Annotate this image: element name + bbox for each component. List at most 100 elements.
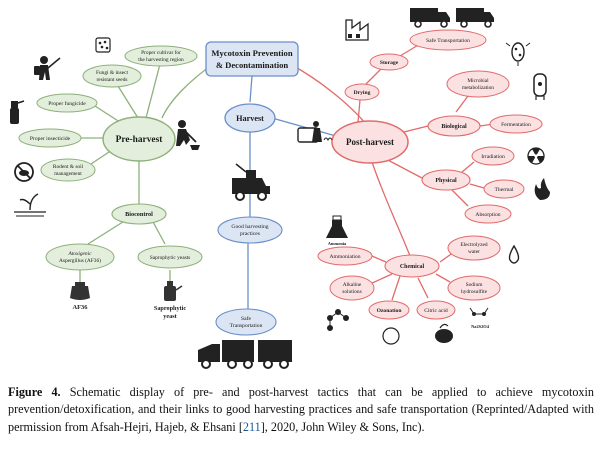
absorption-label: Absorption xyxy=(475,212,500,218)
atoxigenic-line1: Atoxigenic xyxy=(67,251,92,257)
line-harvest-post xyxy=(271,117,337,137)
digging-worker-icon xyxy=(176,120,200,150)
yeast-line2: yeast xyxy=(163,313,177,320)
citric-label: Citric acid xyxy=(424,308,448,314)
line-pre-fungi xyxy=(117,85,139,119)
ozone-icon xyxy=(382,327,400,345)
caption-label: Figure 4. xyxy=(8,385,61,399)
physical-label: Physical xyxy=(435,178,457,184)
figure-caption: Figure 4. Schematic display of pre- and … xyxy=(8,384,594,436)
spray-bottle-icon xyxy=(10,100,25,124)
safe-transport-label: Safe Transportation xyxy=(426,37,470,44)
postharvest-branch: Post-harvest Storage Drying Safe Transpo… xyxy=(317,29,543,342)
microbial-line1: Microbial xyxy=(467,78,489,84)
no-rodent-icon xyxy=(14,162,34,182)
root-line1: Mycotoxin Prevention xyxy=(211,48,292,58)
factory-icon xyxy=(345,19,369,41)
microbial-line2: metabolization xyxy=(462,85,494,91)
line-bio-atox xyxy=(87,219,127,245)
saprophytic-label: Saprophytic yeasts xyxy=(150,255,191,261)
line-bio-sapro xyxy=(151,219,166,245)
biocontrol-label: Biocontrol xyxy=(125,211,153,218)
line-pre-rodent xyxy=(87,149,113,167)
thermal-label: Thermal xyxy=(495,187,514,193)
irradiation-label: Irradiation xyxy=(481,154,505,160)
fermentation-label: Fermentation xyxy=(501,122,531,128)
mycotoxin-diagram: Mycotoxin Prevention & Decontamination P… xyxy=(10,8,550,369)
caption-text-after: ], 2020, John Wiley & Sons, Inc). xyxy=(260,419,425,434)
sodium-line1: Sodium xyxy=(466,282,484,288)
ozonation-label: Ozonation xyxy=(377,308,403,314)
fungicide-label: Proper fungicide xyxy=(48,100,86,107)
soil-sprout-icon xyxy=(14,193,46,217)
storage-label: Storage xyxy=(380,60,399,66)
alkaline-line2: solutions xyxy=(342,289,361,295)
line-root-harvest xyxy=(249,75,253,103)
caption-text-before: Schematic display of pre- and post-harve… xyxy=(8,385,594,434)
biological-label: Biological xyxy=(441,124,467,130)
af36-label: AF36 xyxy=(73,304,89,311)
rodent-line2: management xyxy=(54,171,82,177)
line-pre-cultivar xyxy=(145,63,161,119)
safe-line1: Safe xyxy=(241,315,251,322)
line-post-drying xyxy=(357,99,361,123)
flask-icon xyxy=(326,215,348,238)
drying-label: Drying xyxy=(354,90,371,96)
caption-ref[interactable]: 211 xyxy=(242,419,261,434)
molecule-icon xyxy=(327,309,349,331)
insecticide-label: Proper insecticide xyxy=(30,136,71,142)
truck-top-icon xyxy=(410,8,494,28)
bacteria-icon xyxy=(505,42,531,66)
af36-sack-icon xyxy=(70,282,90,300)
seeds-icon xyxy=(95,37,111,53)
line-chem-ammon xyxy=(371,255,387,263)
water-drop-icon xyxy=(508,244,520,264)
line-chem-ozo xyxy=(391,275,401,301)
radiation-icon xyxy=(527,147,545,165)
preharvest-branch: Pre-harvest Proper cultivar for the harv… xyxy=(18,45,203,320)
fungi-line2: resistant seeds xyxy=(97,77,128,83)
cultivar-line2: the harvesting region xyxy=(138,57,184,63)
line-chem-alk xyxy=(369,273,393,285)
line-phys-abs xyxy=(451,189,469,207)
line-phys-thermal xyxy=(469,183,485,189)
harvest-branch: Harvest Good harvesting practices Safe T… xyxy=(215,103,283,336)
chemical-label: Chemical xyxy=(400,264,425,270)
electrolyzed-line2: water xyxy=(468,249,480,255)
dryer-worker-icon xyxy=(297,121,333,143)
atoxigenic-line2: Aspergillus (AF36) xyxy=(59,257,101,264)
good-line2: practices xyxy=(240,231,260,237)
icons xyxy=(10,8,550,369)
sodium-line2: hydrosulfite xyxy=(461,288,488,295)
line-bio-microbial xyxy=(455,95,469,113)
line-drying-storage xyxy=(365,67,383,85)
sodium-structure-icon xyxy=(469,307,489,316)
trucks-icon xyxy=(198,340,292,369)
preharvest-title: Pre-harvest xyxy=(116,135,164,145)
electrolyzed-line1: Electrolyzed xyxy=(460,242,488,248)
line-root-post xyxy=(289,63,367,125)
ammoniation-label: Ammoniation xyxy=(329,254,360,260)
line-chem-citric xyxy=(417,277,429,299)
spray-tank-icon xyxy=(164,281,183,301)
fungi-line1: Fungi & insect xyxy=(96,70,129,76)
root-line2: & Decontamination xyxy=(216,60,289,70)
cultivar-line1: Proper cultivar for xyxy=(141,49,181,56)
harvest-title: Harvest xyxy=(236,114,264,123)
alkaline-line1: Alkaline xyxy=(343,282,362,288)
lemon-icon xyxy=(435,323,453,343)
rodent-line1: Rodent & soil xyxy=(53,164,84,170)
root-node: Mycotoxin Prevention & Decontamination xyxy=(205,41,299,77)
line-phys-irr xyxy=(461,161,475,173)
line-post-phys xyxy=(383,157,423,179)
good-line1: Good harvesting xyxy=(231,224,268,230)
yeast-line1: Saprophytic xyxy=(154,305,186,312)
line-post-chem xyxy=(371,161,411,257)
fermenter-tank-icon xyxy=(533,73,547,100)
safe-line2: Transportation xyxy=(230,323,263,329)
farmer-spraying-icon xyxy=(34,56,61,80)
flame-icon xyxy=(534,178,550,200)
na-label: Na2S2O4 xyxy=(471,324,490,329)
line-chem-sodium xyxy=(435,273,451,283)
combine-harvester-icon xyxy=(232,163,270,201)
